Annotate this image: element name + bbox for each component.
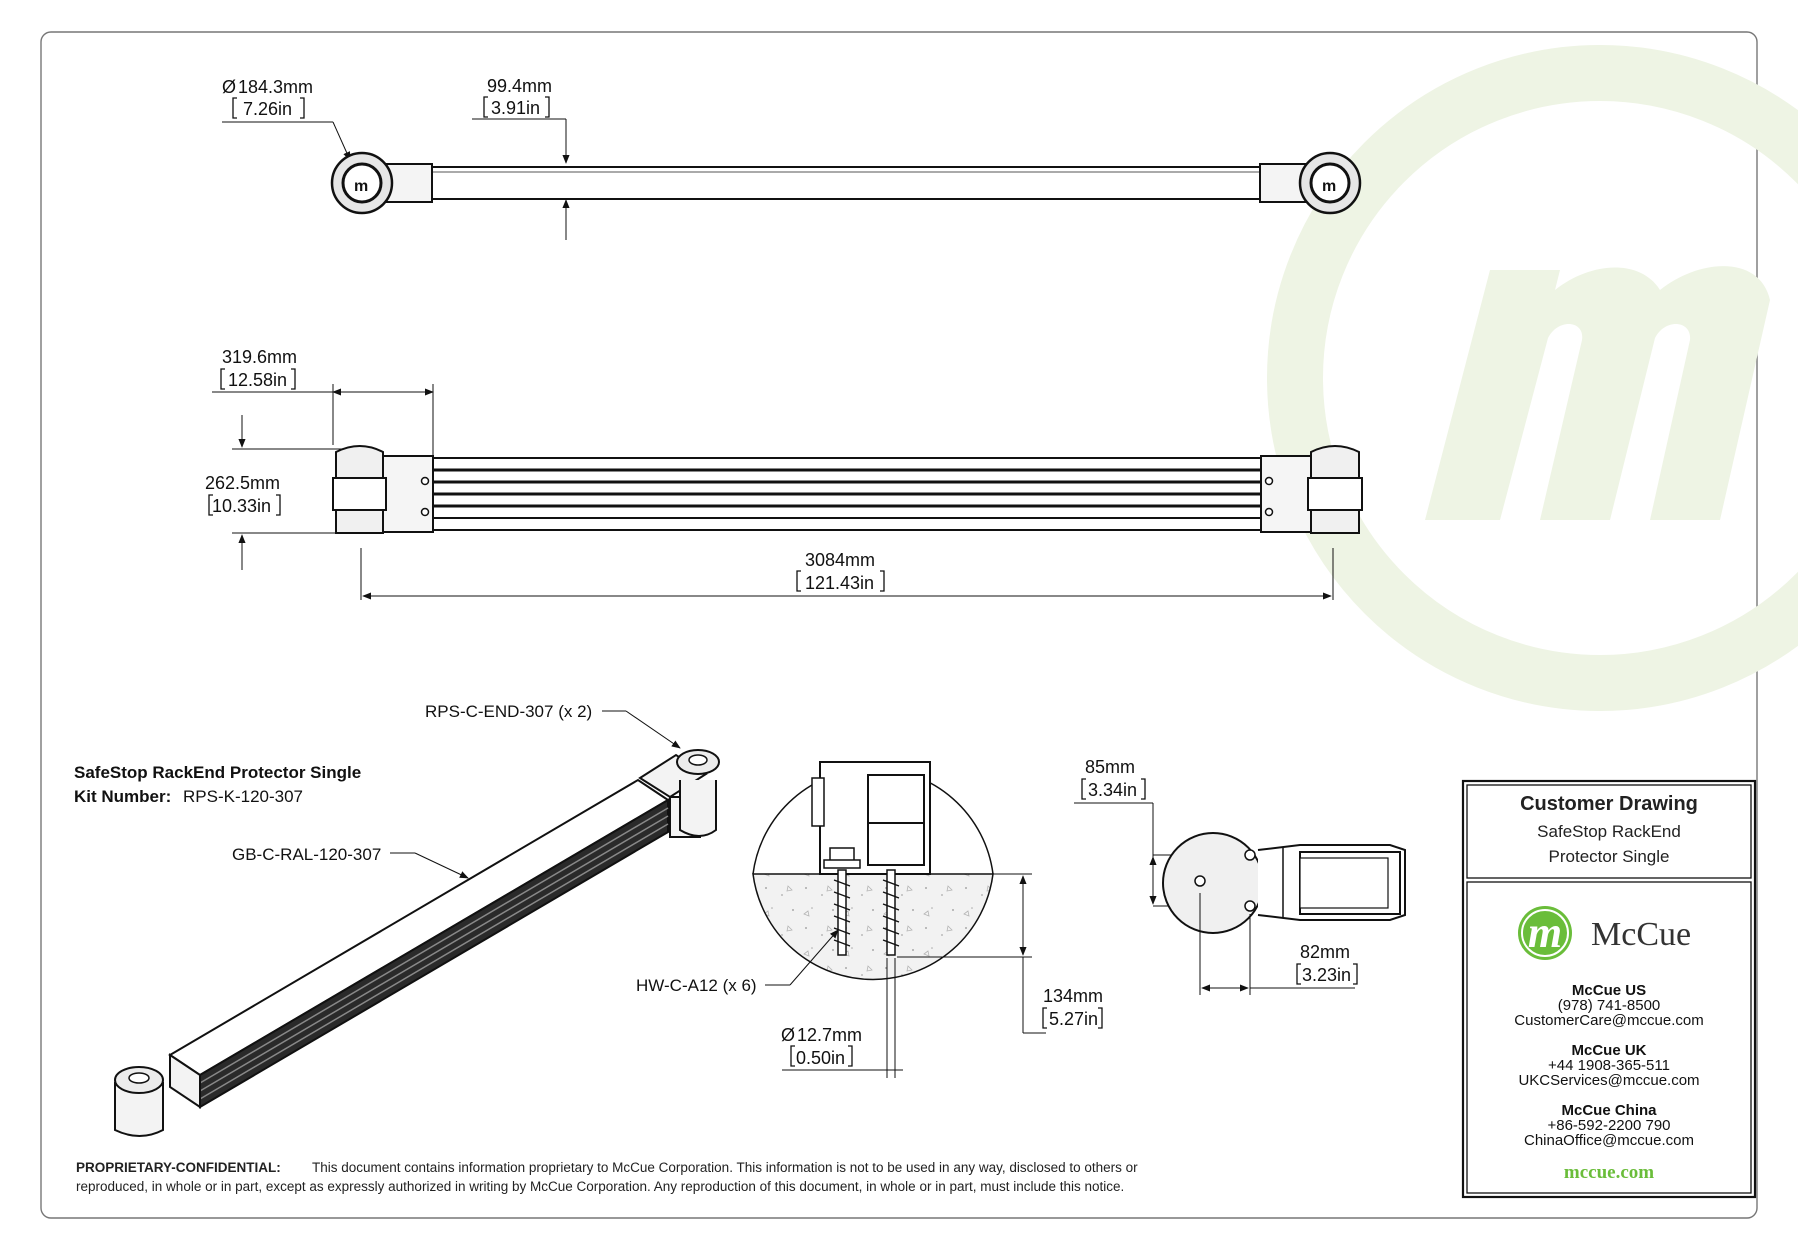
uk-phone: +44 1908-365-511 (1548, 1057, 1670, 1074)
front-height-mm: 262.5mm (205, 473, 280, 493)
logo-letter: m (1528, 908, 1562, 957)
top-width-mm: 99.4mm (487, 76, 552, 96)
svg-text:m: m (354, 178, 368, 195)
front-total-in: 121.43in (805, 573, 874, 593)
dia-symbol-2: Ø (781, 1025, 795, 1045)
callout-anchor: HW-C-A12 (x 6) (636, 976, 757, 995)
front-view: 319.6mm 12.58in 262.5mm 10.33in (205, 347, 1363, 600)
end-spacing-in: 3.34in (1088, 780, 1137, 800)
cn-phone: +86-592-2200 790 (1547, 1117, 1670, 1134)
kit-number-label: Kit Number: (74, 787, 171, 806)
cn-label: McCue China (1561, 1102, 1657, 1119)
cn-email: ChinaOffice@mccue.com (1524, 1132, 1694, 1149)
top-dia-mm: 184.3mm (238, 77, 313, 97)
brand-name: McCue (1591, 916, 1691, 953)
anchor-depth-in: 5.27in (1049, 1009, 1098, 1029)
us-label: McCue US (1572, 982, 1646, 999)
front-total-mm: 3084mm (805, 550, 875, 570)
us-phone: (978) 741-8500 (1558, 997, 1661, 1014)
legal-line2: reproduced, in whole or in part, except … (76, 1179, 1124, 1194)
front-end-len-in: 12.58in (228, 370, 287, 390)
anchor-dia-mm: 12.7mm (797, 1025, 862, 1045)
callout-rail: GB-C-RAL-120-307 (232, 845, 381, 864)
tb-heading: Customer Drawing (1520, 793, 1698, 815)
us-email: CustomerCare@mccue.com (1514, 1012, 1703, 1029)
anchor-dia-in: 0.50in (796, 1048, 845, 1068)
dia-symbol: Ø (222, 77, 236, 97)
watermark-logo (1267, 45, 1798, 711)
callout-end: RPS-C-END-307 (x 2) (425, 702, 592, 721)
end-spacing-mm: 85mm (1085, 757, 1135, 777)
front-height-in: 10.33in (212, 496, 271, 516)
svg-text:m: m (1322, 178, 1336, 195)
end-offset-mm: 82mm (1300, 942, 1350, 962)
iso-view: SafeStop RackEnd Protector Single Kit Nu… (74, 702, 720, 1137)
anchor-depth-mm: 134mm (1043, 986, 1103, 1006)
end-detail: 85mm 3.34in 82mm 3.23in (1074, 757, 1406, 995)
top-view: 184.3mm Ø 7.26in 99.4mm 3.91in m m (222, 76, 1362, 240)
website-url: mccue.com (1564, 1162, 1654, 1183)
product-title: SafeStop RackEnd Protector Single (74, 763, 361, 782)
uk-email: UKCServices@mccue.com (1518, 1072, 1699, 1089)
end-offset-in: 3.23in (1302, 965, 1351, 985)
legal-lead: PROPRIETARY-CONFIDENTIAL: (76, 1160, 281, 1175)
legal-notice: PROPRIETARY-CONFIDENTIAL: This document … (76, 1160, 1138, 1194)
legal-line1: This document contains information propr… (312, 1160, 1138, 1175)
mccue-logo: m McCue (1518, 906, 1691, 960)
anchor-detail: HW-C-A12 (x 6) 134mm 5.27in Ø 12.7mm 0.5… (636, 761, 1103, 1078)
top-width-in: 3.91in (491, 98, 540, 118)
uk-label: McCue UK (1571, 1042, 1646, 1059)
tb-product-line1: SafeStop RackEnd (1537, 822, 1681, 841)
title-block: Customer Drawing SafeStop RackEnd Protec… (1461, 779, 1757, 1199)
front-end-len-mm: 319.6mm (222, 347, 297, 367)
tb-product-line2: Protector Single (1549, 847, 1670, 866)
top-dia-in: 7.26in (243, 99, 292, 119)
kit-number-value: RPS-K-120-307 (183, 787, 303, 806)
